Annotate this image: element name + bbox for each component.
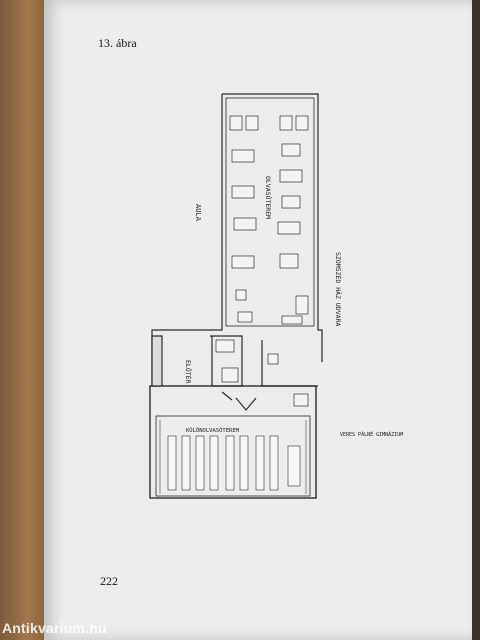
reading-room-inner-wall bbox=[225, 97, 315, 327]
aula-label: AULA bbox=[194, 204, 202, 222]
page-number: 222 bbox=[100, 574, 118, 588]
reading-room-wall bbox=[222, 93, 323, 362]
olvasoterem-label: OLVASÓTEREM bbox=[264, 176, 273, 219]
figure-label: 13. ábra bbox=[98, 36, 137, 50]
hall-inner-wall bbox=[155, 415, 311, 497]
gimnazium-label: VERES PÁLNÉ GIMNÁZIUM bbox=[340, 430, 403, 438]
book-spine-background bbox=[0, 0, 46, 640]
kulonolvaso-label: KÜLÖNOLVASÓTEREM bbox=[186, 427, 240, 434]
eloter-label: ELŐTÉR bbox=[184, 360, 193, 384]
site-watermark: Antikvarium.hu bbox=[2, 620, 107, 636]
right-edge-background bbox=[470, 0, 480, 640]
udvar-label: SZOMSZÉD HÁZ UDVARA bbox=[334, 252, 343, 326]
book-page bbox=[44, 0, 472, 640]
hall-outer-wall bbox=[149, 385, 317, 499]
